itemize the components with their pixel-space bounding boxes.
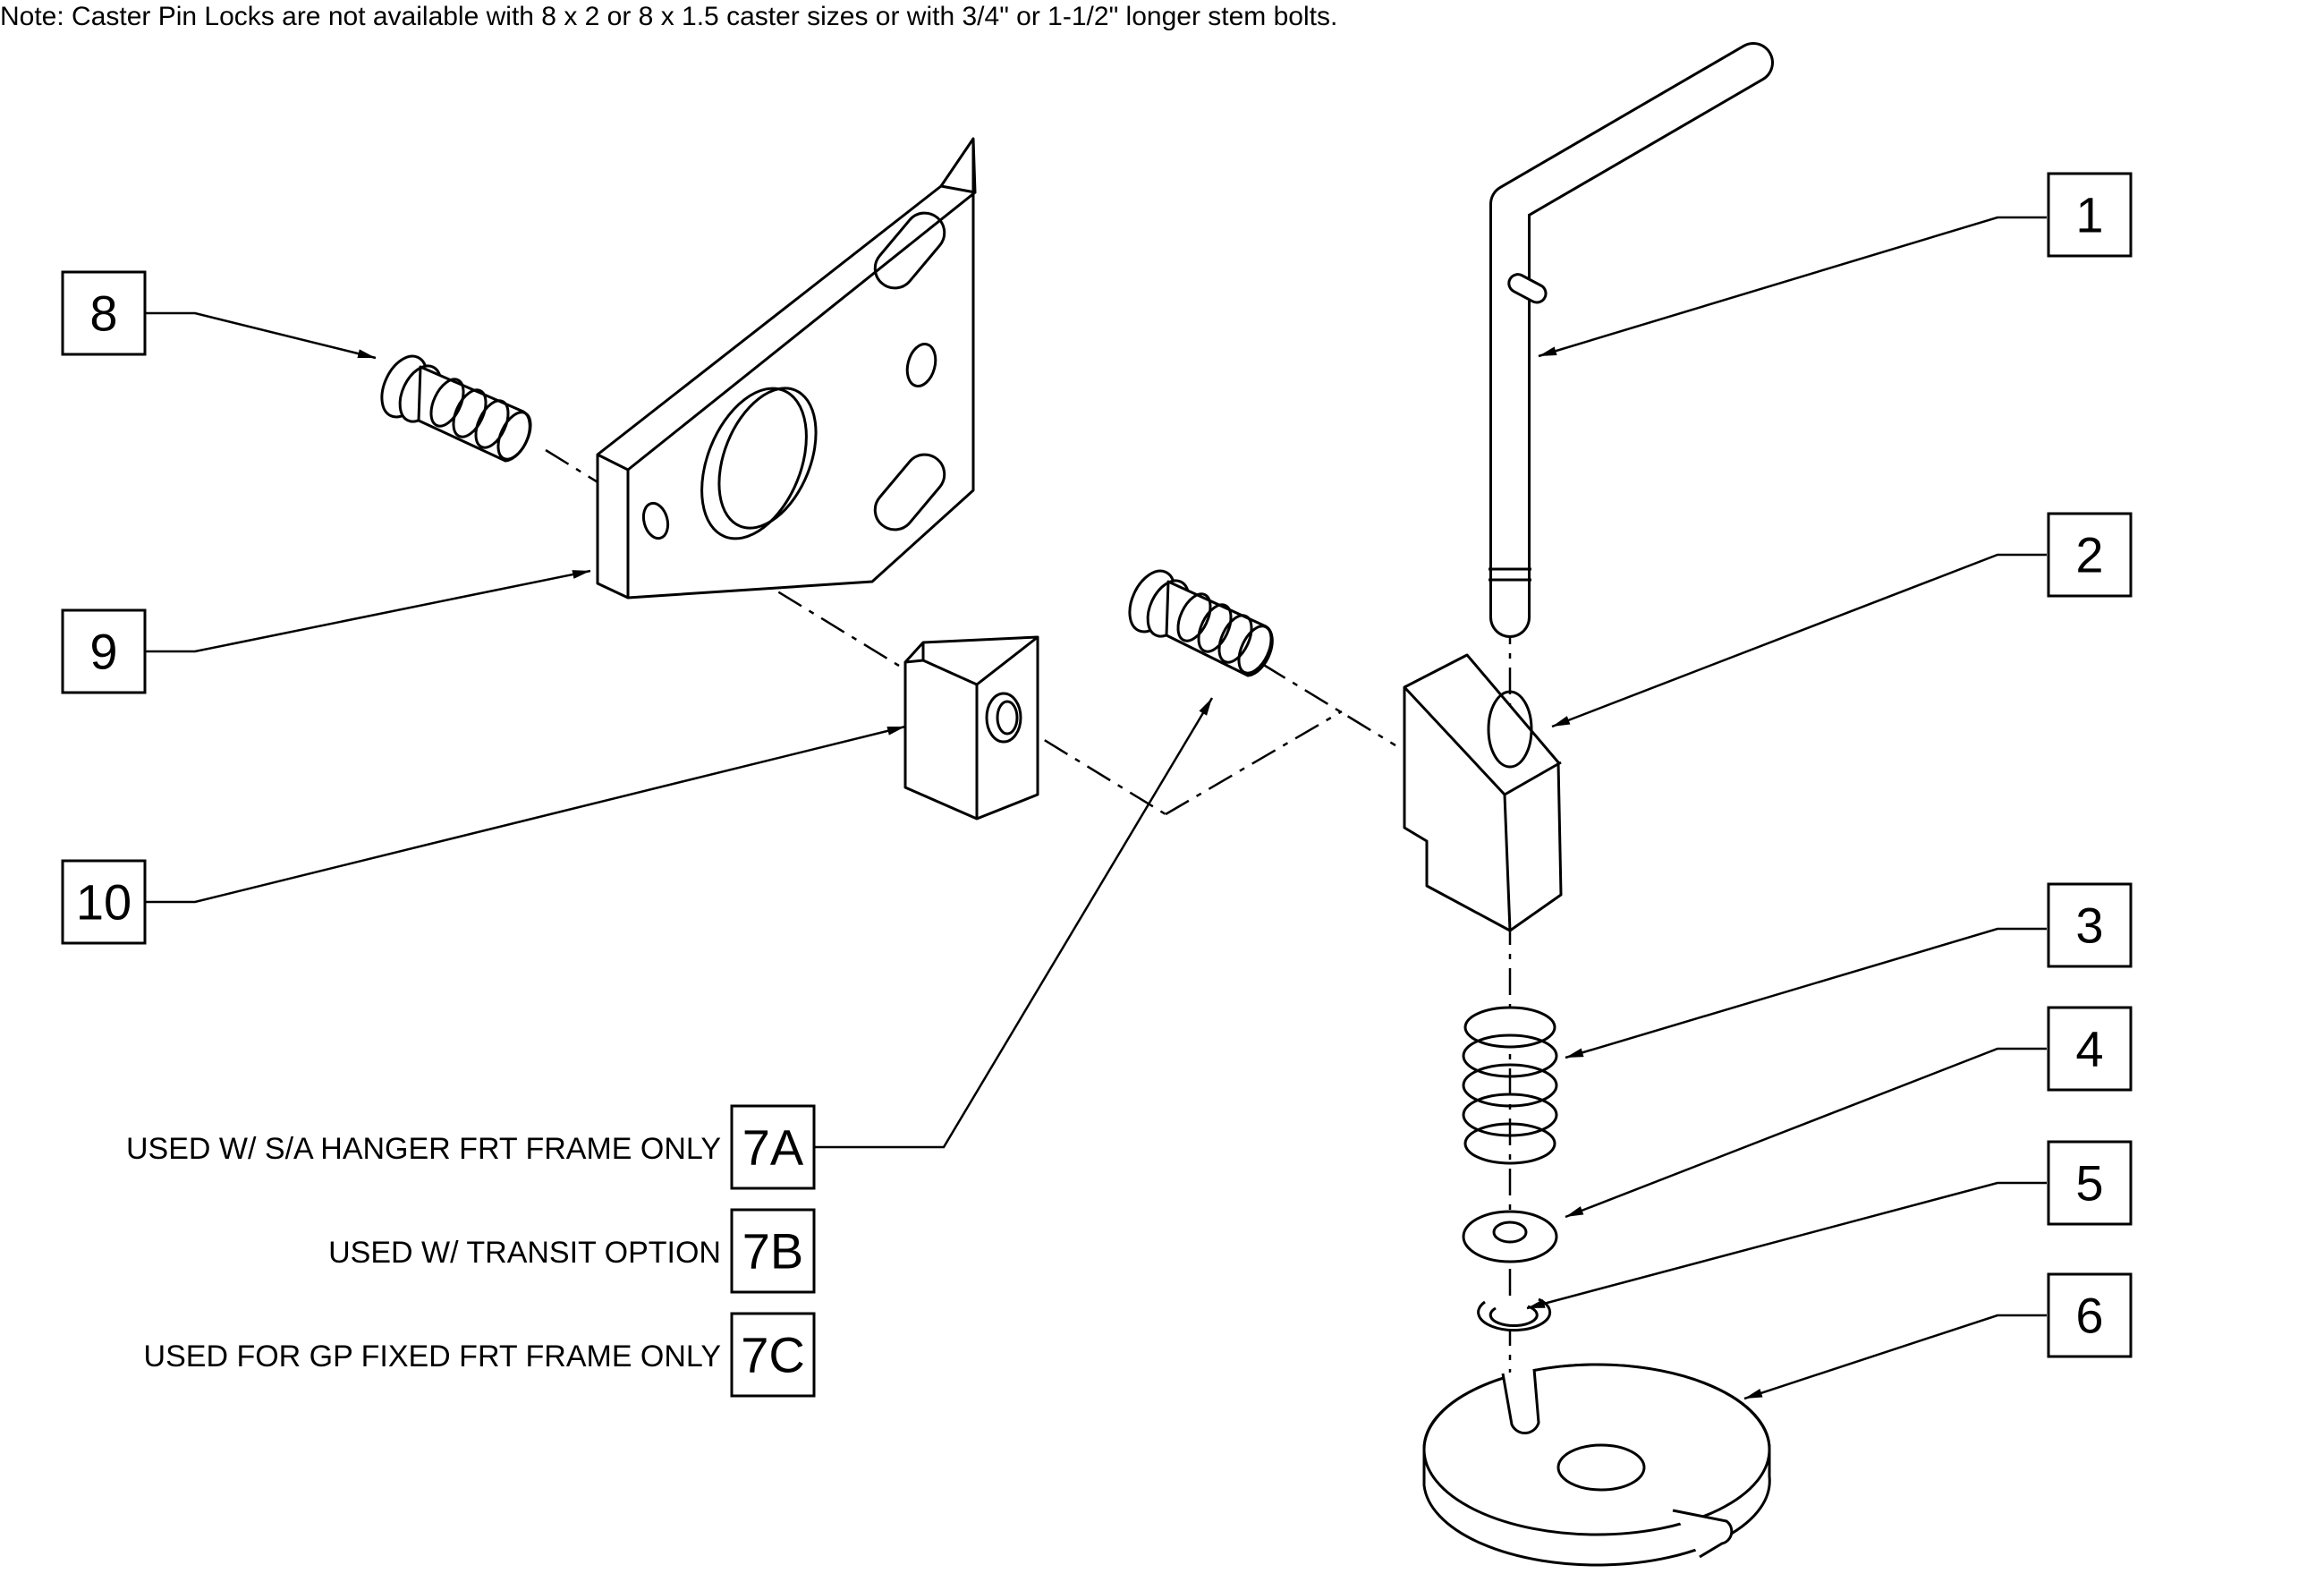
part-4-washer	[1462, 1210, 1558, 1263]
callout-9: 9	[61, 608, 147, 694]
callout-2-text: 2	[2075, 527, 2103, 583]
label-7c-usage: USED FOR GP FIXED FRT FRAME ONLY	[144, 1340, 721, 1374]
callout-7c-text: 7C	[741, 1327, 805, 1383]
callout-10-text: 10	[76, 874, 131, 931]
centerlines	[545, 448, 1512, 1423]
callout-7b-text: 7B	[742, 1223, 804, 1280]
callout-8: 8	[61, 270, 147, 356]
callout-4-text: 4	[2075, 1021, 2103, 1077]
callout-7a-text: 7A	[742, 1119, 804, 1176]
callout-10: 10	[61, 859, 147, 945]
label-7a-usage: USED W/ S/A HANGER FRT FRAME ONLY	[126, 1132, 721, 1166]
callout-5: 5	[2047, 1140, 2133, 1226]
callout-5-text: 5	[2075, 1155, 2103, 1212]
part-6-disc-plate	[1422, 1363, 1771, 1567]
callout-6-text: 6	[2075, 1288, 2103, 1344]
callout-2: 2	[2047, 512, 2133, 598]
callout-3: 3	[2047, 882, 2133, 968]
part-10-nut-block	[903, 635, 1039, 821]
part-8-screw	[380, 354, 532, 463]
part-7-screw	[1128, 569, 1274, 677]
callout-1: 1	[2047, 172, 2133, 258]
part-3-spring	[1462, 1006, 1558, 1165]
label-7b-usage: USED W/ TRANSIT OPTION	[328, 1236, 721, 1270]
callout-9-text: 9	[89, 624, 117, 680]
callout-7a: 7A	[730, 1104, 816, 1190]
part-1-lock-pin	[1489, 42, 1774, 638]
callout-1-text: 1	[2075, 187, 2103, 243]
callout-8-text: 8	[89, 285, 117, 342]
callout-7b: 7B	[730, 1208, 816, 1294]
part-9-bracket-plate	[596, 137, 977, 600]
callout-6: 6	[2047, 1272, 2133, 1358]
callout-3-text: 3	[2075, 897, 2103, 954]
callout-7c: 7C	[730, 1312, 816, 1398]
part-2-lock-block	[1403, 653, 1563, 932]
callout-4: 4	[2047, 1006, 2133, 1092]
assembly-note: Note: Caster Pin Locks are not available…	[0, 2, 1338, 31]
leader-lines	[145, 216, 2047, 1400]
